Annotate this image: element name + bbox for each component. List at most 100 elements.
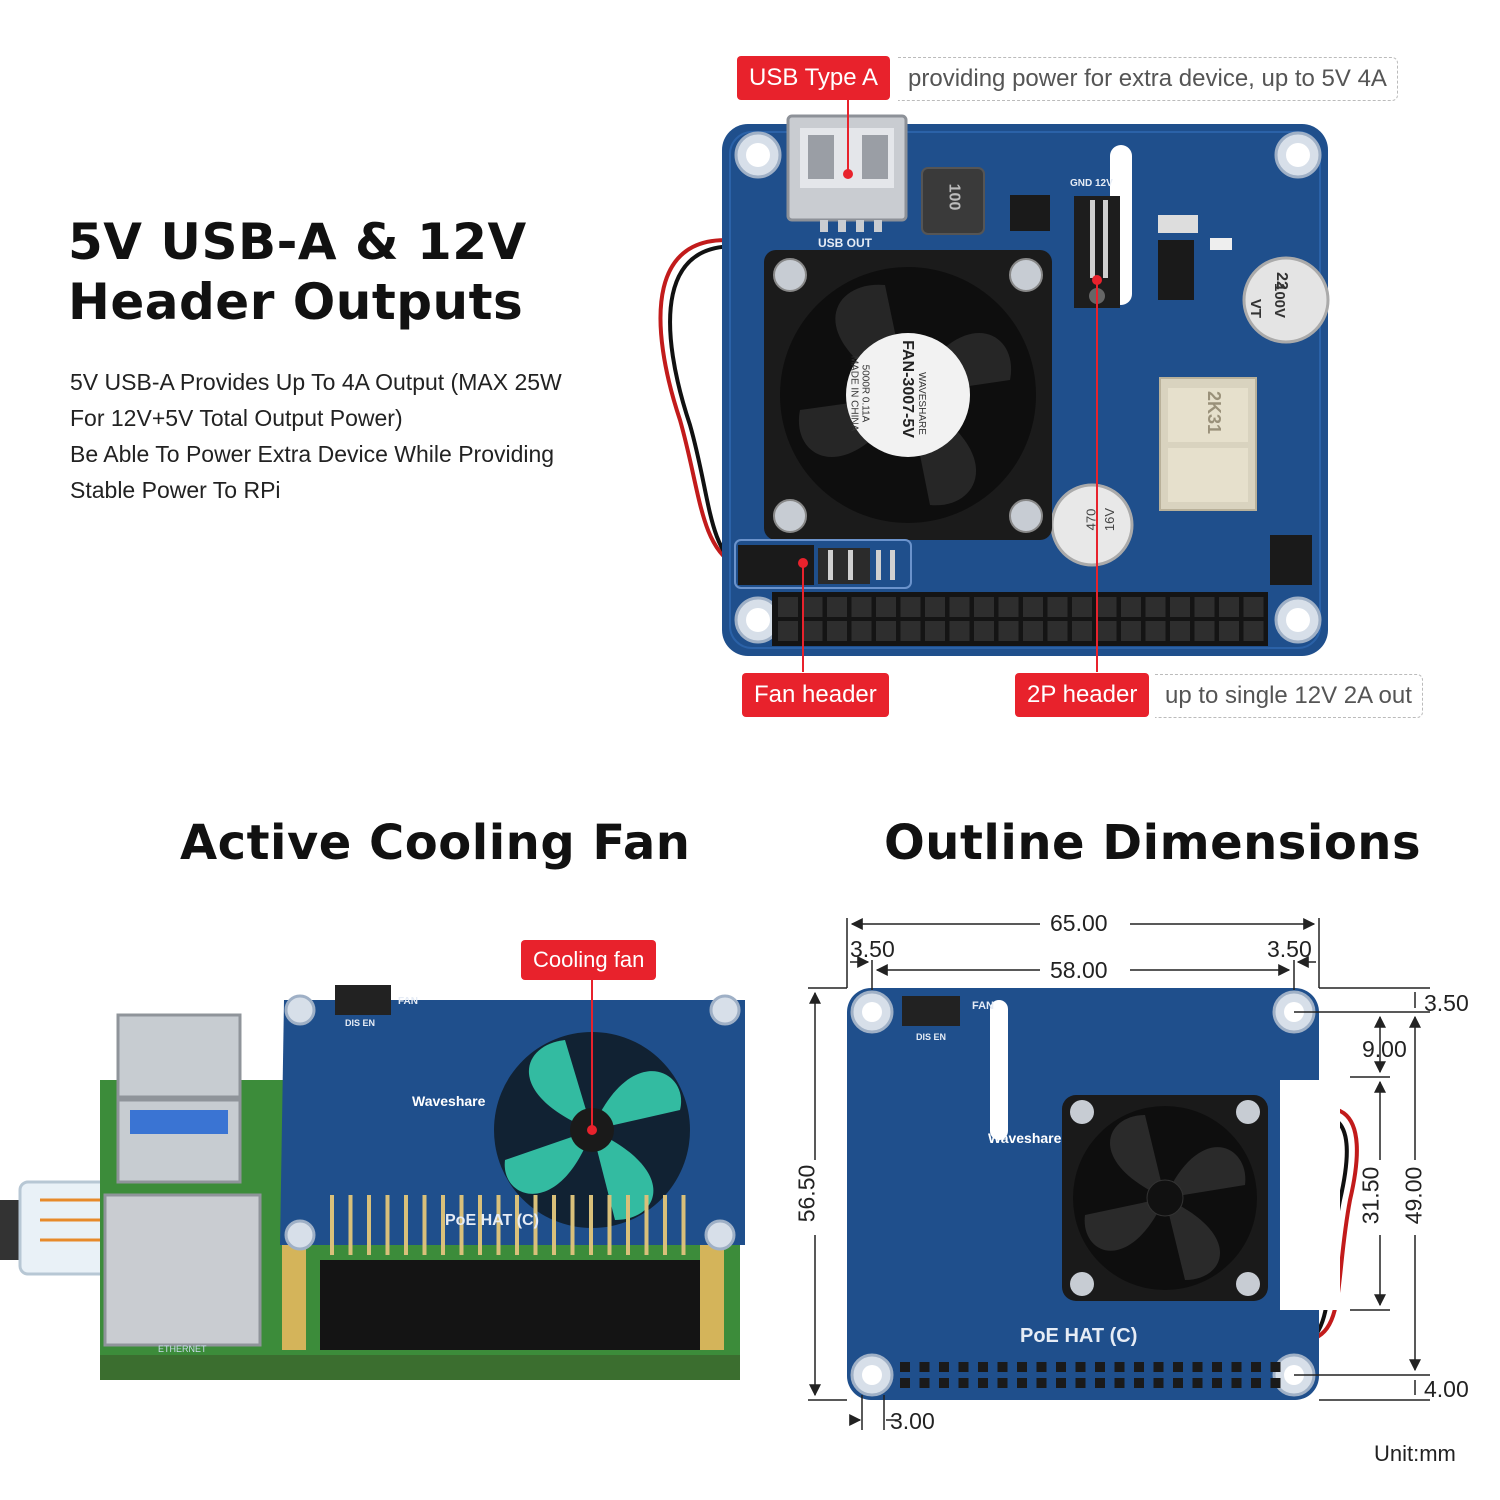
header-pin bbox=[1212, 1378, 1222, 1388]
header-pin bbox=[919, 1362, 930, 1372]
header-pin bbox=[974, 621, 994, 641]
header-pin bbox=[1047, 597, 1068, 617]
rpi-stack-illustration bbox=[0, 960, 745, 1380]
header-pin bbox=[552, 1195, 556, 1255]
header-pin bbox=[496, 1195, 501, 1255]
fan-header-tag: Fan header bbox=[742, 673, 889, 717]
cooling-fan-tag: Cooling fan bbox=[521, 940, 657, 980]
header-pin bbox=[1192, 1378, 1203, 1388]
header-pin bbox=[939, 1378, 949, 1388]
header-pin bbox=[1114, 1362, 1125, 1372]
header-pin bbox=[1072, 597, 1092, 617]
dim-width-inner: 58.00 bbox=[1050, 957, 1108, 983]
dim-height: 56.50 bbox=[793, 1164, 820, 1223]
header-pin bbox=[919, 1378, 930, 1388]
header-pin bbox=[900, 621, 921, 641]
outline-dimension-drawing bbox=[808, 918, 1430, 1430]
header-pin bbox=[626, 1195, 630, 1255]
gpio-pins bbox=[778, 597, 1264, 641]
header-pin bbox=[1251, 1378, 1261, 1388]
dim-bottom-offset: 4.00 bbox=[1424, 1376, 1469, 1402]
cap1-voltage-label: 100V bbox=[1271, 282, 1289, 319]
header-pin bbox=[570, 1195, 575, 1255]
header-pin bbox=[1270, 1362, 1281, 1372]
header-pin bbox=[802, 621, 823, 641]
header-pin bbox=[851, 597, 872, 617]
header-pin bbox=[974, 597, 994, 617]
header-pin bbox=[778, 597, 798, 617]
dimension-lines bbox=[808, 918, 1430, 1430]
desc-line: For 12V+5V Total Output Power) bbox=[70, 405, 403, 431]
hat-product-label: PoE HAT (C) bbox=[445, 1212, 539, 1229]
header-pin bbox=[330, 1195, 334, 1255]
dim-left-edge: 3.00 bbox=[890, 1408, 935, 1434]
header-pin bbox=[1075, 1378, 1086, 1388]
header-pin bbox=[348, 1195, 353, 1255]
dim-top-offset: 3.50 bbox=[1424, 990, 1469, 1016]
header-pin bbox=[1170, 621, 1190, 641]
header-pin bbox=[900, 1362, 910, 1372]
2p-header-tag: 2P header bbox=[1015, 673, 1150, 717]
2p-header-note: up to single 12V 2A out bbox=[1155, 674, 1423, 718]
header-pin bbox=[1095, 1362, 1105, 1372]
header-pin bbox=[1056, 1362, 1066, 1372]
header-pin bbox=[1243, 621, 1264, 641]
capacitor-large bbox=[1242, 256, 1330, 344]
header-pin bbox=[1194, 597, 1215, 617]
header-pin bbox=[533, 1195, 538, 1255]
header-pin bbox=[827, 621, 847, 641]
header-pin bbox=[1134, 1378, 1144, 1388]
header-pin bbox=[607, 1195, 612, 1255]
header-pin bbox=[681, 1195, 686, 1255]
cap1-series-label: VT bbox=[1247, 298, 1265, 319]
gnd-12v-label: GND 12V bbox=[1070, 178, 1113, 189]
header-pin bbox=[876, 621, 896, 641]
header-pin bbox=[1075, 1362, 1086, 1372]
header-pin bbox=[1145, 597, 1166, 617]
desc-line: Stable Power To RPi bbox=[70, 477, 281, 503]
header-pin bbox=[949, 597, 970, 617]
unit-label: Unit:mm bbox=[1374, 1441, 1456, 1466]
header-pin bbox=[939, 1362, 949, 1372]
dim-hole-span: 49.00 bbox=[1400, 1166, 1427, 1225]
header-pin bbox=[1036, 1378, 1047, 1388]
header-pin bbox=[385, 1195, 390, 1255]
header-pin bbox=[827, 597, 847, 617]
glowing-fan-blades bbox=[504, 1040, 682, 1220]
header-pin bbox=[1095, 1378, 1105, 1388]
header-pin bbox=[958, 1378, 969, 1388]
active-cooling-title: Active Cooling Fan bbox=[180, 815, 691, 871]
section1-description: 5V USB-A Provides Up To 4A Output (MAX 2… bbox=[70, 364, 562, 508]
header-pin bbox=[876, 597, 896, 617]
header-pin bbox=[1096, 597, 1117, 617]
header-pin bbox=[925, 597, 945, 617]
header-pin bbox=[1145, 621, 1166, 641]
header-pin bbox=[589, 1195, 593, 1255]
desc-line: Be Able To Power Extra Device While Prov… bbox=[70, 441, 555, 467]
header-pin bbox=[978, 1378, 988, 1388]
header-pin bbox=[900, 1378, 910, 1388]
header-pin bbox=[644, 1195, 649, 1255]
header-pin bbox=[900, 597, 921, 617]
fan-cable-black bbox=[668, 244, 763, 570]
header-pin bbox=[1270, 1378, 1281, 1388]
desc-line: 5V USB-A Provides Up To 4A Output (MAX 2… bbox=[70, 369, 562, 395]
header-pin bbox=[998, 597, 1019, 617]
fan-model-label: FAN-3007-5V bbox=[898, 340, 916, 438]
header-pin bbox=[1023, 621, 1043, 641]
header-pin bbox=[1023, 597, 1043, 617]
header-pin bbox=[1219, 597, 1239, 617]
outline-dimensions-title: Outline Dimensions bbox=[884, 815, 1422, 871]
header-pin bbox=[663, 1195, 667, 1255]
dim-right-offset: 3.50 bbox=[1267, 936, 1312, 962]
header-pin bbox=[1056, 1378, 1066, 1388]
ethernet-jack bbox=[103, 1193, 262, 1347]
header-pin bbox=[515, 1195, 519, 1255]
rj45-plug bbox=[18, 1180, 112, 1276]
dimension-product-label: PoE HAT (C) bbox=[1020, 1325, 1138, 1347]
usb-type-a-tag: USB Type A bbox=[737, 56, 890, 100]
header-pin bbox=[1072, 621, 1092, 641]
section1-title-line2: Header Outputs bbox=[68, 273, 524, 331]
fan-spec-label: 5000R 0.11A bbox=[859, 364, 871, 423]
header-pin bbox=[1251, 1362, 1261, 1372]
